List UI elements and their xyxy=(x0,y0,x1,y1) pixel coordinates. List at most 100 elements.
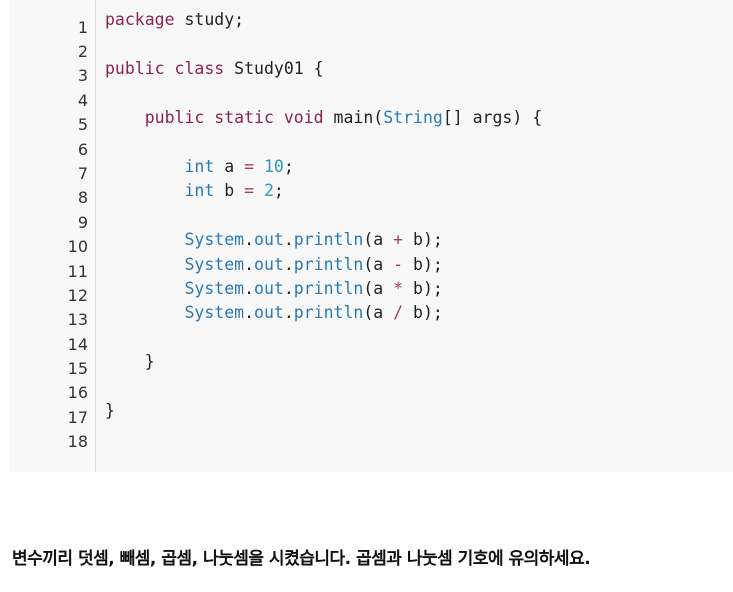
code-token: package xyxy=(105,10,175,29)
code-token: a xyxy=(214,157,245,176)
code-token xyxy=(105,303,184,322)
code-token: b); xyxy=(403,255,443,274)
code-token: int xyxy=(184,181,215,200)
code-token: b); xyxy=(403,279,443,298)
code-token: . xyxy=(244,230,255,249)
code-line: System.out.println(a / b); xyxy=(105,302,443,324)
code-token: - xyxy=(393,255,404,274)
code-token: b); xyxy=(403,230,443,249)
code-line: System.out.println(a + b); xyxy=(105,229,443,251)
line-number: 5 xyxy=(77,115,88,134)
line-number: 9 xyxy=(77,213,88,232)
code-token: String xyxy=(383,108,443,127)
code-token: System xyxy=(184,279,245,298)
code-token: System xyxy=(184,230,245,249)
code-token xyxy=(105,157,184,176)
code-token: . xyxy=(283,303,294,322)
code-token: (a xyxy=(363,255,394,274)
code-token xyxy=(165,59,175,78)
code-token: = xyxy=(244,157,255,176)
code-token: study; xyxy=(174,10,245,29)
code-token: public xyxy=(144,108,205,127)
line-number: 11 xyxy=(67,262,88,281)
code-token xyxy=(204,108,214,127)
line-number: 14 xyxy=(67,335,88,354)
code-token: (a xyxy=(363,303,394,322)
code-token: . xyxy=(244,303,255,322)
line-number: 8 xyxy=(77,188,88,207)
code-area[interactable]: package study; public class Study01 { pub… xyxy=(105,0,733,472)
code-token: System xyxy=(184,255,245,274)
code-token: out xyxy=(254,279,284,298)
code-token: out xyxy=(254,230,284,249)
caption-text: 변수끼리 덧셈, 빼셈, 곱셈, 나눗셈을 시켰습니다. 곱셈과 나눗셈 기호에… xyxy=(12,549,591,569)
code-token: = xyxy=(244,181,255,200)
line-number: 16 xyxy=(67,383,88,402)
line-number: 2 xyxy=(77,42,88,61)
line-number: 10 xyxy=(67,237,88,256)
code-line: System.out.println(a * b); xyxy=(105,278,443,300)
code-line: int b = 2; xyxy=(105,180,284,202)
code-token xyxy=(254,157,264,176)
code-token: * xyxy=(393,279,404,298)
code-line: public class Study01 { xyxy=(105,58,324,80)
code-token: int xyxy=(184,157,215,176)
code-token: b xyxy=(214,181,245,200)
code-token: void xyxy=(283,108,324,127)
code-token: Study01 { xyxy=(224,59,324,78)
code-line: } xyxy=(105,351,155,373)
line-number: 4 xyxy=(77,91,88,110)
code-token: ; xyxy=(283,157,294,176)
code-token: b); xyxy=(403,303,443,322)
code-token: main( xyxy=(323,108,384,127)
code-token: public xyxy=(105,59,165,78)
code-token: class xyxy=(174,59,225,78)
code-line: System.out.println(a - b); xyxy=(105,254,443,276)
code-token xyxy=(105,108,145,127)
code-token xyxy=(105,230,184,249)
code-token xyxy=(274,108,284,127)
code-token: } xyxy=(105,352,155,371)
code-token xyxy=(105,255,184,274)
code-token: ; xyxy=(273,181,284,200)
code-token: . xyxy=(283,279,294,298)
code-token: / xyxy=(393,303,404,322)
code-token xyxy=(105,181,184,200)
code-token: + xyxy=(393,230,404,249)
line-number: 7 xyxy=(77,164,88,183)
line-number: 3 xyxy=(77,66,88,85)
line-number: 12 xyxy=(67,286,88,305)
code-token: println xyxy=(293,279,364,298)
line-number: 13 xyxy=(67,310,88,329)
code-token: println xyxy=(293,303,364,322)
code-token: out xyxy=(254,303,284,322)
code-token: . xyxy=(283,230,294,249)
code-line: int a = 10; xyxy=(105,156,294,178)
code-token: static xyxy=(214,108,274,127)
line-number: 18 xyxy=(67,432,88,451)
code-token: (a xyxy=(363,279,394,298)
code-token: out xyxy=(254,255,284,274)
code-line: package study; xyxy=(105,9,244,31)
line-number: 1 xyxy=(77,18,88,37)
code-token: } xyxy=(105,401,115,420)
code-token: System xyxy=(184,303,245,322)
code-token: . xyxy=(283,255,294,274)
line-number: 6 xyxy=(77,140,88,159)
line-number: 15 xyxy=(67,359,88,378)
code-token: [] args) { xyxy=(442,108,543,127)
code-token: 10 xyxy=(263,157,284,176)
code-token: 2 xyxy=(263,181,274,200)
code-token: (a xyxy=(363,230,394,249)
code-token: println xyxy=(293,255,364,274)
line-number: 17 xyxy=(67,408,88,427)
code-token xyxy=(254,181,264,200)
code-line: public static void main(String[] args) { xyxy=(105,107,542,129)
code-line: } xyxy=(105,400,115,422)
code-token: . xyxy=(244,279,255,298)
code-token: . xyxy=(244,255,255,274)
code-token: println xyxy=(293,230,364,249)
code-token xyxy=(105,279,184,298)
